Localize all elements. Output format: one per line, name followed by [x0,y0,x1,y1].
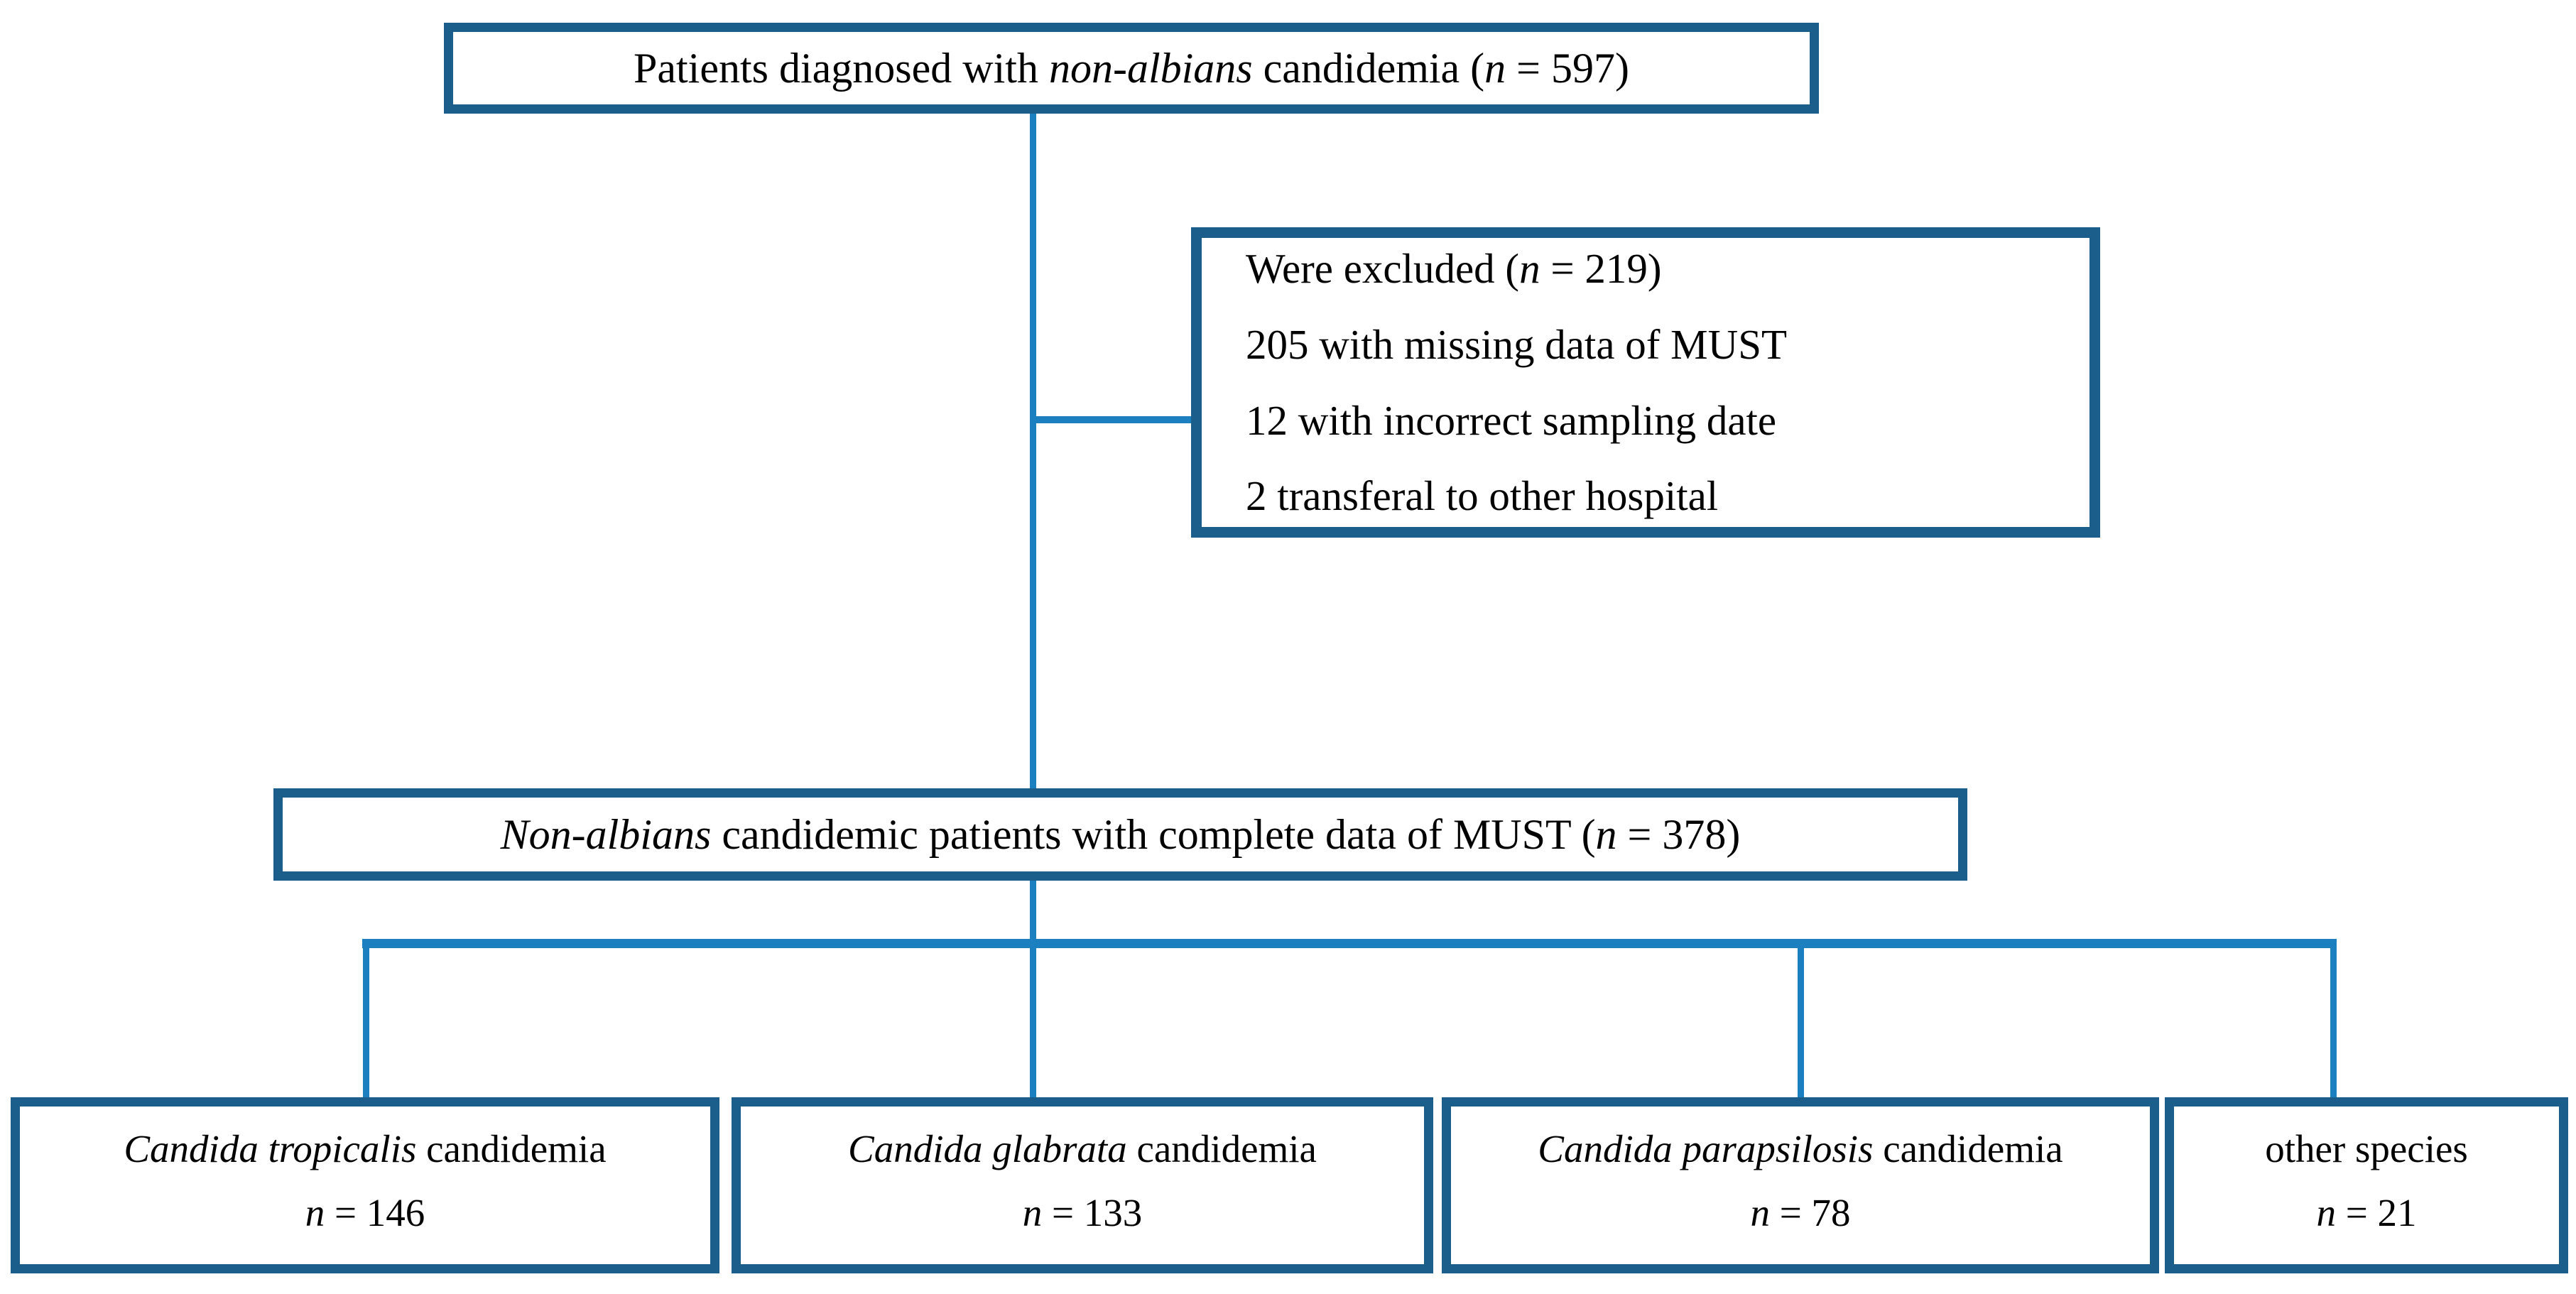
excluded-line-3-prefix: 2 transferal to other hospital [1246,472,1719,520]
included-n-value: = 378) [1616,811,1741,858]
connector-drop-parapsilosis [1798,943,1804,1101]
node-other-species: other species n = 21 [2165,1097,2568,1273]
excluded-line-2: 12 with incorrect sampling date [1246,393,1776,448]
leaf-0-n-symbol: n [305,1191,325,1235]
node-candida-parapsilosis: Candida parapsilosis candidemia n = 78 [1442,1097,2159,1273]
leaf-3-n-symbol: n [2316,1191,2336,1235]
leaf-2-species-suffix: candidemia [1873,1127,2063,1171]
leaf-1-n-value: = 133 [1042,1191,1143,1235]
total-patients-n-symbol: n [1484,45,1506,92]
leaf-1-count: n = 133 [1023,1187,1143,1239]
leaf-3-n-value: = 21 [2335,1191,2417,1235]
total-patients-mid: candidemia ( [1252,45,1485,92]
node-excluded: Were excluded (n = 219) 205 with missing… [1191,227,2100,538]
leaf-2-n-value: = 78 [1769,1191,1851,1235]
total-patients-prefix: Patients diagnosed with [634,45,1049,92]
connector-to-excluded-box [1030,416,1195,423]
leaf-2-species-italic: Candida parapsilosis [1538,1127,1874,1171]
leaf-0-species-italic: Candida tropicalis [124,1127,417,1171]
total-patients-species-italic: non-albians [1048,45,1253,92]
excluded-line-1: 205 with missing data of MUST [1246,317,1787,372]
leaf-3-species-suffix: other species [2265,1127,2468,1171]
leaf-0-n-value: = 146 [325,1191,425,1235]
leaf-2-n-symbol: n [1750,1191,1770,1235]
excluded-line-3: 2 transferal to other hospital [1246,469,1718,523]
node-total-patients-text: Patients diagnosed with non-albians cand… [634,40,1629,96]
excluded-line-2-prefix: 12 with incorrect sampling date [1246,396,1777,444]
total-patients-n-value: = 597) [1506,45,1629,92]
node-total-patients: Patients diagnosed with non-albians cand… [444,23,1819,114]
connector-drop-other-species [2330,943,2337,1101]
connector-distribution-bar [362,939,2337,948]
included-n-symbol: n [1595,811,1617,858]
connector-drop-tropicalis [363,943,369,1101]
leaf-0-count: n = 146 [305,1187,425,1239]
connector-drop-glabrata [1030,943,1036,1101]
connector-included-to-bar [1030,879,1036,945]
excluded-line-1-prefix: 205 with missing data of MUST [1246,320,1788,368]
leaf-1-species-suffix: candidemia [1126,1127,1317,1171]
leaf-0-species-suffix: candidemia [416,1127,607,1171]
excluded-line-0-n-symbol: n [1519,245,1540,293]
leaf-1-title: Candida glabrata candidemia [848,1124,1317,1175]
node-included-patients: Non-albians candidemic patients with com… [273,788,1967,881]
excluded-line-0: Were excluded (n = 219) [1246,241,1662,296]
leaf-0-title: Candida tropicalis candidemia [124,1124,606,1175]
leaf-1-n-symbol: n [1022,1191,1043,1235]
included-mid: candidemic patients with complete data o… [711,811,1596,858]
node-included-patients-text: Non-albians candidemic patients with com… [501,807,1741,862]
node-candida-tropicalis: Candida tropicalis candidemia n = 146 [11,1097,719,1273]
connector-top-to-included [1030,112,1036,790]
leaf-3-count: n = 21 [2316,1187,2416,1239]
leaf-2-count: n = 78 [1750,1187,1850,1239]
leaf-2-title: Candida parapsilosis candidemia [1538,1124,2063,1175]
node-candida-glabrata: Candida glabrata candidemia n = 133 [732,1097,1433,1273]
included-species-italic: Non-albians [500,811,712,858]
leaf-3-title: other species [2265,1124,2468,1175]
excluded-line-0-suffix: = 219) [1540,245,1662,293]
excluded-line-0-prefix: Were excluded ( [1246,245,1520,293]
leaf-1-species-italic: Candida glabrata [848,1127,1127,1171]
